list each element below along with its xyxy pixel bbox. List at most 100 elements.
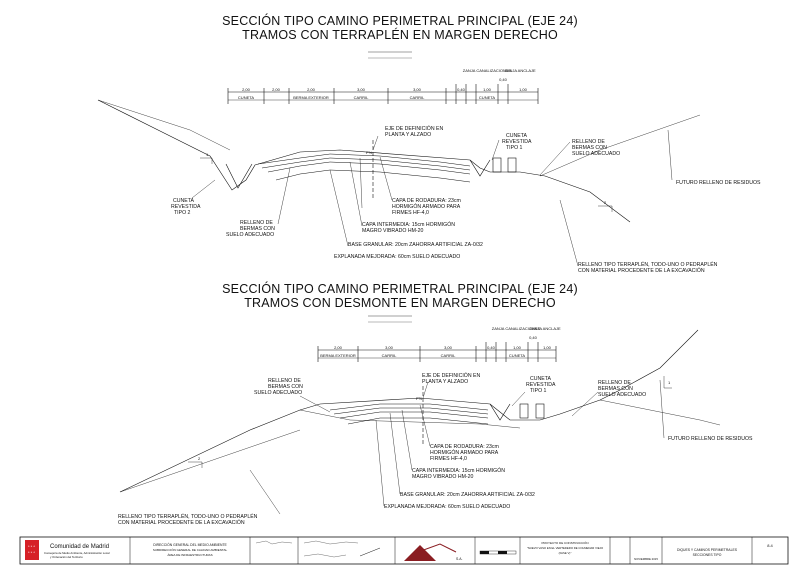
tb-plano: DIQUES Y CAMINOS PERIMETRALES [677,548,738,552]
leader [491,139,500,161]
dim-value: 2,00 [272,87,281,92]
signature-scribble [303,540,359,545]
section1-cuneta-tipo2 [225,163,253,189]
leader [191,179,216,199]
relleno-label: RELLENO DE [240,220,273,226]
eje-label: PLANTA Y ALZADO [422,379,468,385]
capa-label: CAPA DE RODADURA: 23cm [430,444,499,450]
company-logo-arc [417,543,457,553]
leader [299,395,331,413]
capa-label: MAGRO VIBRADO HM-20 [362,228,424,234]
section2-layer-base [339,411,489,419]
section2-drawing [119,315,721,515]
leader [349,161,363,227]
dim-value: 3,00 [357,87,366,92]
eje-label: PLANTA Y ALZADO [385,132,431,138]
section1-layer-intermedia [261,157,471,171]
dim-value: 0,40 [487,345,496,350]
section1-slope-left [200,157,213,164]
dim-value: 0,40 [529,335,538,340]
leader [422,381,429,399]
section2-zanja-canal [519,403,529,419]
relleno-label: SUELO ADECUADO [572,151,620,157]
section1-zanja-canal [492,157,502,173]
section1-natural-terrain-right [539,114,701,177]
cuneta-label: CUNETA [506,133,527,139]
leader [372,135,379,151]
relleno-label: SUELO ADECUADO [254,390,302,396]
dim-value: 3,00 [444,345,453,350]
cuneta-label: TIPO 2 [174,210,191,216]
company-logo-icon [404,545,436,561]
tb-plano: SECCIONES TIPO [693,553,722,557]
dim-value: 2,00 [334,345,343,350]
section2-slope-right [663,376,672,389]
relleno-label: SUELO ADECUADO [226,232,274,238]
cuneta-label: REVESTIDA [526,382,556,388]
dim-value: 0,40 [457,87,466,92]
title-block: * * * * * * Comunidad de Madrid Consejer… [19,536,789,565]
dim-value: 2,00 [307,87,316,92]
dim-label: CUNETA [509,353,525,358]
terraplen-label: RELLENO TIPO TERRAPLÉN, TODO-UNO O PEDRA… [578,261,718,268]
dim-label: CARRIL [382,353,397,358]
dim-value: 1,00 [543,345,552,350]
leader [375,419,385,507]
section2-ground-line [119,329,699,493]
leader [659,379,665,439]
tb-proyecto: "NUEVO VASO EN EL VERTEDERO DE COLMENAR … [527,546,604,550]
zanja-label: ZANJA ANCLAJE [504,68,536,73]
zanja-label: ZANJA CANALIZACIONES [463,68,512,73]
dim-value: 1,00 [513,345,522,350]
leader [419,404,431,447]
logo-stars: * * * [28,544,35,549]
section2-title-line2: TRAMOS CON DESMONTE EN MARGEN DERECHO [244,296,556,310]
terraplen-label: CON MATERIAL PROCEDENTE DE LA EXCAVACIÓN [118,519,245,526]
capa-label: CAPA DE RODADURA: 23cm [392,198,461,204]
tb-proyecto: PROYECTO DE CONSTRUCCIÓN [541,540,588,545]
relleno-label: SUELO ADECUADO [598,392,646,398]
tb-dir: ÁREA DE INFRAESTRUCTURAS [167,553,212,557]
section1-drawing [97,51,701,267]
dim-label: CUNETA [479,95,495,100]
leader [571,391,599,417]
section1-zanja-anclaje [507,157,517,173]
section1-cuneta-tipo1 [469,159,491,177]
section1-slope-right [598,205,613,212]
relleno-label: RELLENO DE [598,380,631,386]
tb-fecha: NOVIEMBRE 2015 [634,557,658,561]
leader [667,129,673,181]
dim-value: 1,00 [519,87,528,92]
cuneta-label: REVESTIDA [171,204,201,210]
tb-org-sub: Consejería de Medio Ambiente, Administra… [44,551,110,555]
dim-label: BERMA EXTERIOR [293,95,329,100]
explanada-label: EXPLANADA MEJORADA: 60cm SUELO ADECUADO [384,504,510,510]
tb-company: S.A. [456,557,462,561]
leader [329,169,349,247]
leader [359,157,363,209]
relleno-label: BERMAS CON [268,384,303,390]
eje-label: EJE DE DEFINICIÓN EN [385,125,443,132]
section1-title: SECCIÓN TIPO CAMINO PERIMETRAL PRINCIPAL… [0,14,800,42]
futuro-label: FUTURO RELLENO DE RESIDUOS [668,436,753,442]
tb-org-sub: y Ordenación del Territorio [50,555,83,559]
cuneta-label: REVESTIDA [502,139,532,145]
signature-scribble [359,547,381,557]
tb-scale-fill [498,551,507,554]
leader [389,412,401,495]
capa-label: CAPA INTERMEDIA: 15cm HORMIGÓN [412,467,505,474]
section2-terrain-left [119,429,301,493]
logo-stars: * * * [28,550,35,555]
section2-labels: 2,00 3,00 3,00 0,40 1,00 0,40 1,00 BERMA… [118,326,753,526]
relleno-label: BERMAS CON [598,386,633,392]
relleno-label: RELLENO DE [268,378,301,384]
section2-title-line1: SECCIÓN TIPO CAMINO PERIMETRAL PRINCIPAL… [222,282,578,296]
section2-cuneta-tipo1 [489,403,511,421]
slope-h: 2 [198,456,201,461]
relleno-label: BERMAS CON [572,145,607,151]
terraplen-label: CON MATERIAL PROCEDENTE DE LA EXCAVACIÓN [578,267,705,274]
cuneta-label: CUNETA [173,198,194,204]
futuro-label: FUTURO RELLENO DE RESIDUOS [676,180,761,186]
dim-label: CARRIL [441,353,456,358]
